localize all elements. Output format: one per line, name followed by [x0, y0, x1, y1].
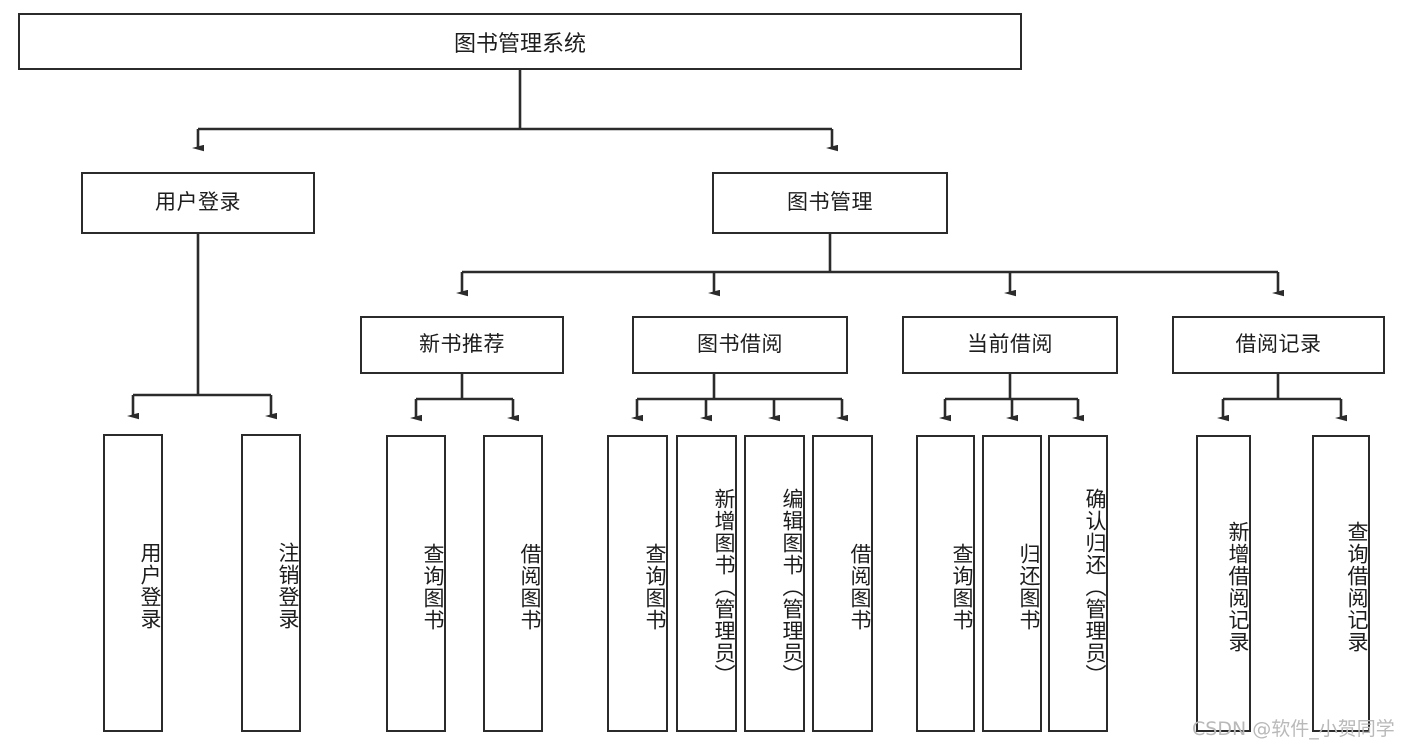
- node-label: 图书管理: [787, 190, 873, 215]
- node-label: 注销登录: [276, 542, 300, 630]
- node-book-management[interactable]: 图书管理: [712, 172, 948, 234]
- node-label: 查询图书: [643, 542, 667, 631]
- leaf-current-borrow-query-book[interactable]: 查询图书: [916, 435, 975, 732]
- node-label: 借阅图书: [518, 542, 542, 631]
- node-label: 用户登录: [155, 190, 241, 215]
- node-label: 查询图书: [950, 542, 974, 631]
- node-label: 图书借阅: [697, 332, 783, 357]
- leaf-borrow-record-add-record[interactable]: 新增借阅记录: [1196, 435, 1251, 732]
- leaf-new-book-borrow-book[interactable]: 借阅图书: [483, 435, 543, 732]
- node-user-login[interactable]: 用户登录: [81, 172, 315, 234]
- node-label: 新增借阅记录: [1226, 520, 1250, 653]
- node-label: 归还图书: [1017, 542, 1041, 631]
- node-root-book-management-system[interactable]: 图书管理系统: [18, 13, 1022, 70]
- node-label: 借阅图书: [848, 542, 872, 631]
- node-label: 确认归还（管理员）: [1083, 487, 1107, 686]
- leaf-book-borrow-edit-book-admin[interactable]: 编辑图书（管理员）: [744, 435, 805, 732]
- node-label: 借阅记录: [1235, 332, 1322, 357]
- leaf-new-book-query-book[interactable]: 查询图书: [386, 435, 446, 732]
- leaf-book-borrow-add-book-admin[interactable]: 新增图书（管理员）: [676, 435, 737, 732]
- leaf-book-borrow-borrow-book[interactable]: 借阅图书: [812, 435, 873, 732]
- node-borrow-record[interactable]: 借阅记录: [1172, 316, 1385, 374]
- leaf-user-login-login[interactable]: 用户登录: [103, 434, 163, 732]
- node-label: 用户登录: [138, 542, 162, 630]
- node-new-book-recommend[interactable]: 新书推荐: [360, 316, 564, 374]
- leaf-borrow-record-query-record[interactable]: 查询借阅记录: [1312, 435, 1370, 732]
- node-label: 编辑图书（管理员）: [780, 487, 804, 686]
- node-label: 图书管理系统: [453, 31, 586, 57]
- node-label: 查询借阅记录: [1345, 520, 1369, 653]
- node-label: 新增图书（管理员）: [712, 487, 736, 686]
- node-label: 当前借阅: [967, 332, 1053, 357]
- leaf-user-login-logout[interactable]: 注销登录: [241, 434, 301, 732]
- leaf-current-borrow-return-book[interactable]: 归还图书: [982, 435, 1042, 732]
- node-label: 查询图书: [421, 542, 445, 631]
- leaf-current-borrow-confirm-return-admin[interactable]: 确认归还（管理员）: [1048, 435, 1108, 732]
- node-label: 新书推荐: [419, 332, 505, 357]
- leaf-book-borrow-query-book[interactable]: 查询图书: [607, 435, 668, 732]
- node-current-borrow[interactable]: 当前借阅: [902, 316, 1118, 374]
- node-book-borrow[interactable]: 图书借阅: [632, 316, 848, 374]
